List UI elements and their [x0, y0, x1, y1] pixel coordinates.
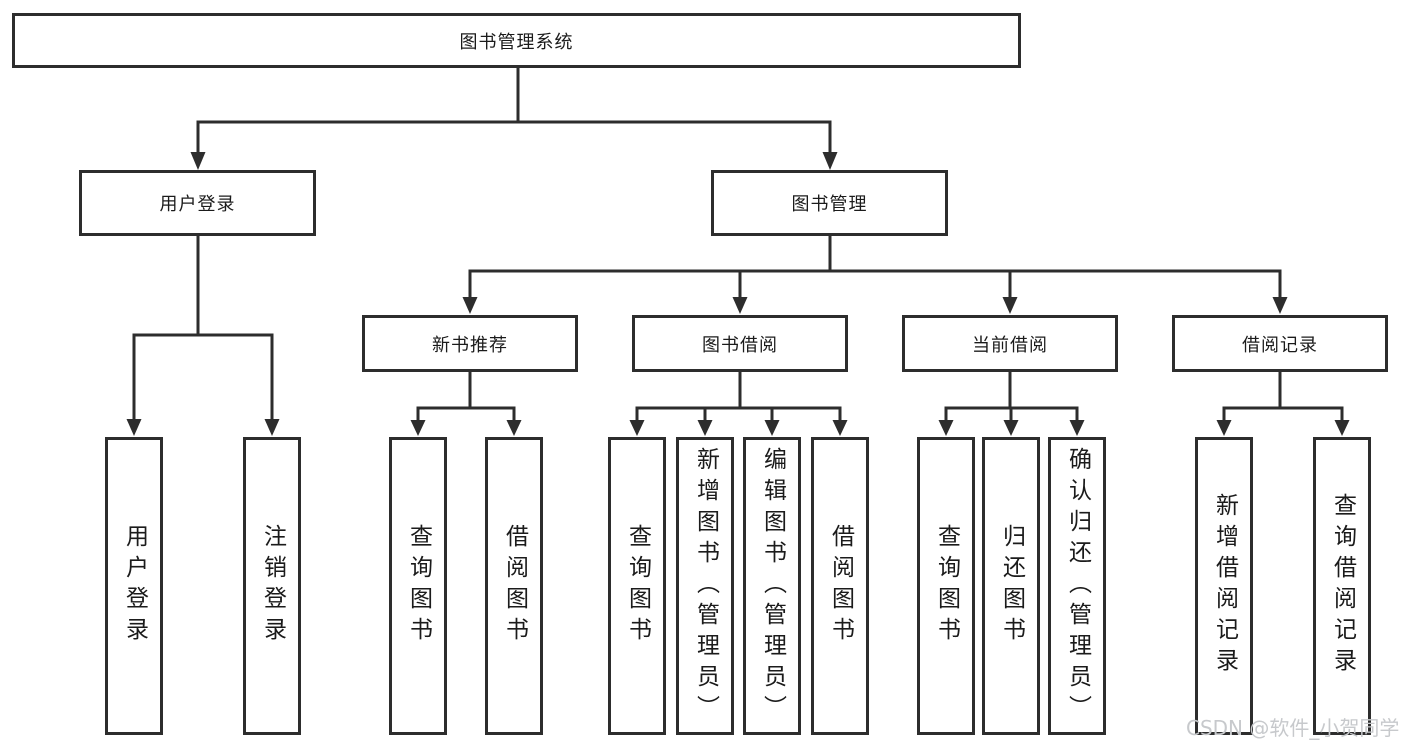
leaf-query-borrow-record: 查询借阅记录 [1313, 437, 1371, 735]
node-label: 查询图书 [624, 524, 651, 648]
node-label: 查询借阅记录 [1329, 493, 1356, 679]
node-book-borrow: 图书借阅 [632, 315, 848, 372]
node-book-management: 图书管理 [711, 170, 948, 236]
node-label: 用户登录 [121, 524, 148, 648]
leaf-confirm-return-admin: 确认归还（管理员） [1048, 437, 1106, 735]
node-label: 编辑图书（管理员） [759, 446, 786, 726]
node-label: 图书管理系统 [459, 31, 574, 53]
leaf-query-books-current: 查询图书 [917, 437, 975, 735]
connector-current-borrow-children [938, 371, 1085, 436]
leaf-query-books-recommend: 查询图书 [389, 437, 447, 735]
node-label: 借阅图书 [501, 524, 528, 648]
connector-new-book-children [410, 371, 522, 436]
node-label: 注销登录 [259, 524, 286, 648]
connector-borrow-records-children [1216, 371, 1350, 436]
leaf-add-book-admin: 新增图书（管理员） [676, 437, 734, 735]
leaf-borrow-books-borrow: 借阅图书 [811, 437, 869, 735]
node-new-book-recommend: 新书推荐 [362, 315, 578, 372]
node-label: 新增图书（管理员） [692, 446, 719, 726]
leaf-user-login: 用户登录 [105, 437, 163, 735]
node-label: 确认归还（管理员） [1064, 446, 1091, 726]
node-current-borrow: 当前借阅 [902, 315, 1118, 372]
watermark: CSDN @软件_小贺同学 [1186, 716, 1400, 740]
node-label: 图书借阅 [702, 334, 778, 356]
leaf-borrow-books-recommend: 借阅图书 [485, 437, 543, 735]
connector-root-to-level2 [190, 68, 838, 170]
leaf-logout: 注销登录 [243, 437, 301, 735]
connector-book-mgmt-children [462, 236, 1288, 314]
node-label: 查询图书 [933, 524, 960, 648]
node-label: 当前借阅 [972, 334, 1048, 356]
node-label: 新增借阅记录 [1211, 493, 1238, 679]
node-label: 新书推荐 [432, 334, 508, 356]
leaf-add-borrow-record: 新增借阅记录 [1195, 437, 1253, 735]
leaf-return-books: 归还图书 [982, 437, 1040, 735]
leaf-query-books-borrow: 查询图书 [608, 437, 666, 735]
node-label: 用户登录 [159, 194, 236, 215]
node-label: 查询图书 [405, 524, 432, 648]
connector-book-borrow-children [629, 371, 848, 436]
node-label: 归还图书 [998, 524, 1025, 648]
node-label: 借阅图书 [827, 524, 854, 648]
node-label: 借阅记录 [1242, 334, 1318, 356]
node-library-system: 图书管理系统 [12, 13, 1021, 68]
leaf-edit-book-admin: 编辑图书（管理员） [743, 437, 801, 735]
node-borrow-records: 借阅记录 [1172, 315, 1388, 372]
connector-user-login-children [126, 236, 280, 436]
node-label: 图书管理 [791, 194, 868, 215]
node-user-login: 用户登录 [79, 170, 316, 236]
